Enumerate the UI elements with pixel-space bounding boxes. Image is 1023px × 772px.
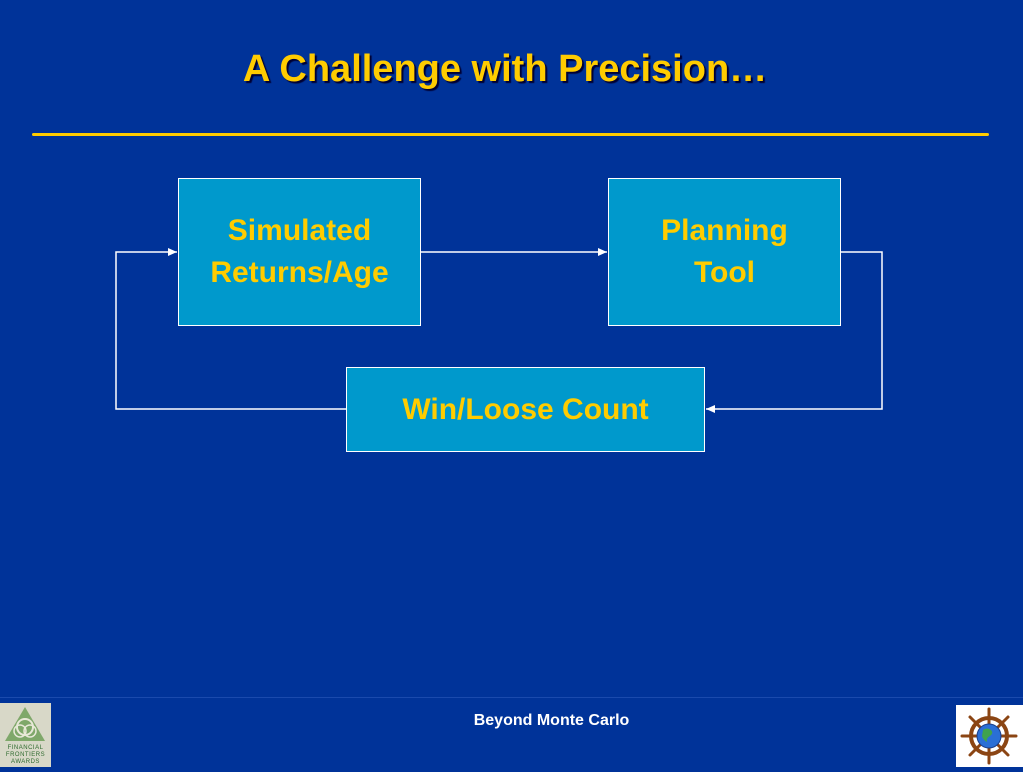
title-underline bbox=[32, 133, 989, 136]
node-simulated-returns-age: Simulated Returns/Age bbox=[178, 178, 421, 326]
node-planning-tool: Planning Tool bbox=[608, 178, 841, 326]
edge-planning-to-winloose bbox=[706, 251, 883, 413]
footer-text: Beyond Monte Carlo bbox=[473, 712, 630, 729]
node-label: Simulated Returns/Age bbox=[210, 214, 389, 289]
footer-divider bbox=[0, 697, 1023, 698]
slide-title: A Challenge with Precision… bbox=[242, 48, 768, 90]
logo-text-line: FRONTIERS bbox=[5, 752, 46, 758]
financial-frontiers-triangle-icon bbox=[5, 707, 45, 741]
logo-text-line: AWARDS bbox=[11, 759, 40, 765]
node-label: Win/Loose Count bbox=[402, 392, 649, 426]
financial-frontiers-logo: FINANCIAL FRONTIERS AWARDS bbox=[0, 703, 51, 767]
ship-wheel-logo bbox=[956, 705, 1023, 767]
node-label: Planning Tool bbox=[661, 214, 788, 289]
node-win-loose-count: Win/Loose Count bbox=[346, 367, 705, 452]
edge-winloose-to-simulated bbox=[115, 248, 346, 410]
logo-text-line: FINANCIAL bbox=[7, 745, 44, 751]
ship-wheel-globe-icon bbox=[960, 707, 1018, 765]
